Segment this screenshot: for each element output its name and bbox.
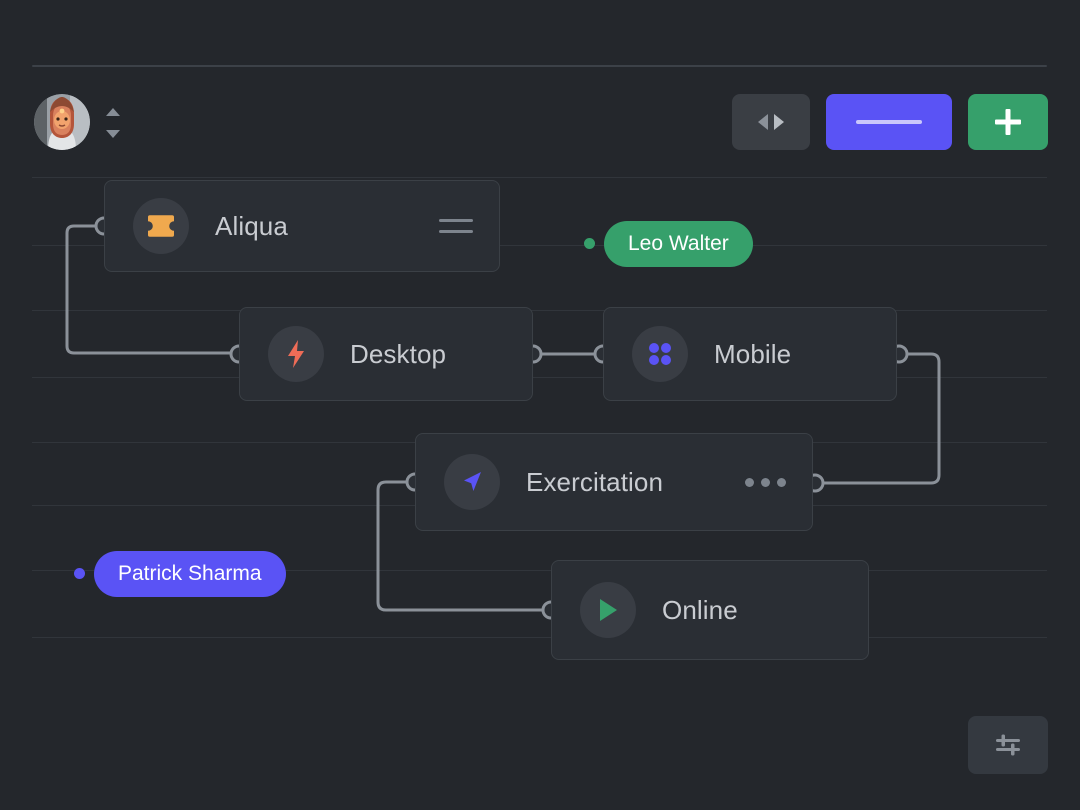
user-pill-leo-walter[interactable]: Leo Walter (604, 221, 753, 267)
sort-stepper[interactable] (103, 108, 123, 138)
resize-horizontal-button[interactable] (732, 94, 810, 150)
node-label-aliqua: Aliqua (215, 210, 288, 241)
arrows-left-right-icon (758, 114, 784, 130)
guide-row-3 (32, 377, 1047, 378)
node-card-online[interactable]: Online (551, 560, 869, 660)
minus-icon (856, 120, 922, 124)
header-divider (32, 65, 1047, 67)
node-card-exercitation[interactable]: Exercitation (415, 433, 813, 531)
node-menu-dots-icon[interactable] (745, 477, 786, 487)
guide-row-7 (32, 637, 1047, 638)
node-label-online: Online (662, 594, 738, 625)
node-menu-hamburger-icon[interactable] (439, 219, 473, 233)
add-node-button[interactable] (968, 94, 1048, 150)
node-card-desktop[interactable]: Desktop (239, 307, 533, 401)
collapse-button[interactable] (826, 94, 952, 150)
chevron-up-icon[interactable] (106, 108, 120, 116)
user-avatar[interactable] (34, 94, 90, 150)
guide-row-1 (32, 245, 1047, 246)
plus-icon (995, 109, 1021, 135)
status-dot-leo-walter (584, 238, 595, 249)
ticket-icon (133, 198, 189, 254)
user-pill-patrick-sharma[interactable]: Patrick Sharma (94, 551, 286, 597)
node-label-exercitation: Exercitation (526, 466, 664, 497)
node-label-desktop: Desktop (350, 338, 447, 369)
avatar-image (34, 94, 90, 150)
guide-row-0 (32, 177, 1047, 178)
grid-dots-icon (632, 326, 688, 382)
play-icon (580, 582, 636, 638)
chevron-down-icon[interactable] (106, 130, 120, 138)
status-dot-patrick-sharma (74, 568, 85, 579)
sliders-icon (996, 734, 1020, 756)
navigation-arrow-icon (444, 454, 500, 510)
header-bar (0, 0, 1080, 180)
guide-row-2 (32, 310, 1047, 311)
user-pill-label: Patrick Sharma (118, 562, 262, 585)
node-card-aliqua[interactable]: Aliqua (104, 180, 500, 272)
header-toolbar (732, 94, 1048, 150)
lightning-bolt-icon (268, 326, 324, 382)
node-label-mobile: Mobile (714, 338, 792, 369)
node-card-mobile[interactable]: Mobile (603, 307, 897, 401)
user-pill-label: Leo Walter (628, 232, 729, 255)
filter-sliders-button[interactable] (968, 716, 1048, 774)
